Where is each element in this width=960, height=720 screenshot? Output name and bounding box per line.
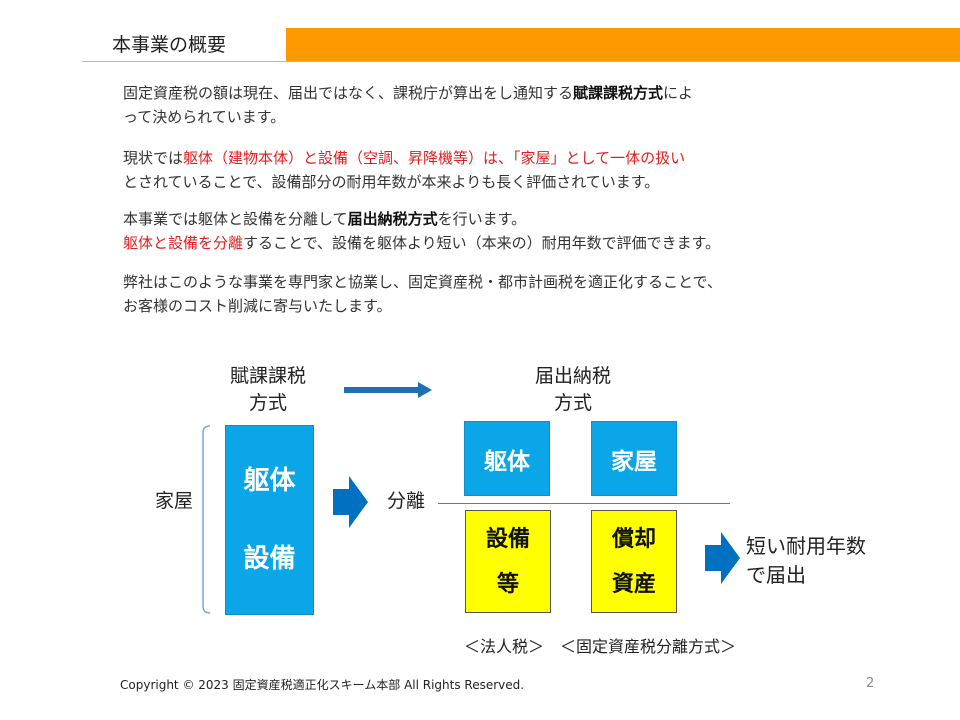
box-kaoku: 家屋 [591,421,677,496]
p4-text-b: お客様のコスト削減に寄与いたします。 [123,297,392,315]
p2-text-c: とされていることで、設備部分の耐用年数が本来よりも長く評価されています。 [123,173,660,191]
p2-text-a: 現状では [123,149,184,167]
p4-text-a: 弊社はこのような事業を専門家と協業し、固定資産税・都市計画税を適正化することで、 [123,273,722,291]
label-todoke-line2: 方式 [553,392,592,414]
p3-text-a: 本事業では躯体と設備を分離して [123,210,348,228]
p3-text-e: することで、設備を躯体より短い（本来の）耐用年数で評価できます。 [243,234,721,252]
p3-text-c: を行います。 [437,210,527,228]
p1-text-d: って決められています。 [123,108,286,126]
paragraph-this-project: 本事業では躯体と設備を分離して届出納税方式を行います。 躯体と設備を分離すること… [123,207,720,255]
header-accent-bar [286,28,960,61]
box-shokyaku: 償却 資産 [591,510,677,613]
box-shokyaku-line2: 資産 [611,571,656,597]
p3-red-text: 躯体と設備を分離 [123,234,244,252]
bracket-icon [202,425,211,614]
p2-red-text: 躯体（建物本体）と設備（空調、昇降機等）は、「家屋」として一体の扱い [183,149,686,167]
box-kutai: 躯体 [464,421,550,496]
label-todoke-line1: 届出納税 [534,365,611,387]
box-building-combined: 躯体 設備 [225,425,314,615]
header-underline [82,61,960,62]
page-title: 本事業の概要 [112,34,227,56]
p3-bold-term: 届出納税方式 [347,210,438,228]
copyright-text: Copyright © 2023 固定資産税適正化スキーム本部 All Righ… [120,678,525,692]
label-short-line2: で届出 [746,563,806,587]
box-main-line2: 設備 [243,544,296,574]
label-fuka-line2: 方式 [248,392,287,414]
label-short-useful-life: 短い耐用年数 で届出 [746,532,866,590]
p1-bold-term: 賦課課税方式 [573,84,664,102]
box-setsubi-line2: 等 [496,571,519,597]
box-main-line1: 躯体 [243,466,296,496]
diagram-caption: ＜法人税＞ ＜固定資産税分離方式＞ [464,637,737,656]
transition-arrow-icon [344,382,432,398]
box-setsubi: 設備 等 [465,510,551,613]
block-arrow-right-icon [333,476,368,528]
page-number: 2 [866,676,875,691]
box-shokyaku-line1: 償却 [611,526,656,552]
separator-line [438,503,730,504]
label-kaoku: 家屋 [154,490,193,512]
label-bunri: 分離 [386,490,425,512]
label-short-line1: 短い耐用年数 [746,534,866,558]
paragraph-current-status: 現状では躯体（建物本体）と設備（空調、昇降機等）は、「家屋」として一体の扱い と… [123,146,685,194]
block-arrow-result-icon [705,532,740,584]
label-todoke-method: 届出納税 方式 [513,363,633,417]
label-fuka-method: 賦課課税 方式 [208,363,328,417]
box-setsubi-line1: 設備 [485,526,530,552]
paragraph-company: 弊社はこのような事業を専門家と協業し、固定資産税・都市計画税を適正化することで、… [123,270,722,318]
paragraph-current-method: 固定資産税の額は現在、届出ではなく、課税庁が算出をし通知する賦課課税方式によ っ… [123,81,693,129]
label-fuka-line1: 賦課課税 [229,365,306,387]
p1-text-a: 固定資産税の額は現在、届出ではなく、課税庁が算出をし通知する [123,84,574,102]
p1-text-c: によ [663,84,694,102]
